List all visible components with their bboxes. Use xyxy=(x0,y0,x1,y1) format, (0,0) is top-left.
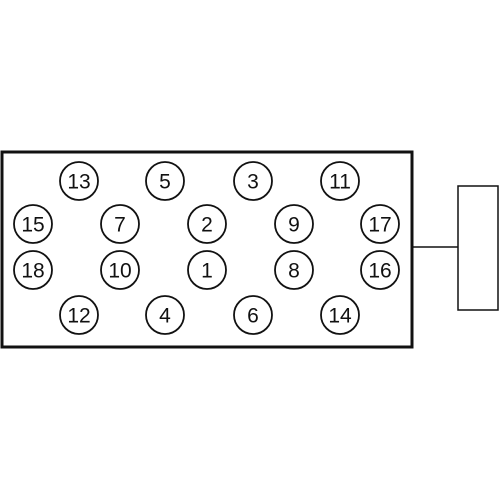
bolt-number: 11 xyxy=(329,171,351,194)
bolt-circle xyxy=(187,250,227,290)
bolt-16: 16 xyxy=(360,250,400,290)
bolt-circle xyxy=(320,161,360,201)
bolt-number: 14 xyxy=(328,305,352,328)
bolt-4: 4 xyxy=(145,295,185,335)
bolt-1: 1 xyxy=(187,250,227,290)
bolt-circle xyxy=(187,204,227,244)
bolt-8: 8 xyxy=(274,250,314,290)
bolt-circle xyxy=(59,295,99,335)
bolt-circle xyxy=(274,204,314,244)
bolt-circle xyxy=(233,161,273,201)
bolt-circle xyxy=(145,161,185,201)
bolt-17: 17 xyxy=(360,204,400,244)
bolt-circle xyxy=(274,250,314,290)
bolt-number: 3 xyxy=(247,171,259,194)
bolt-number: 9 xyxy=(288,214,300,237)
bolt-number: 7 xyxy=(114,214,126,237)
bolt-circle xyxy=(100,250,140,290)
bolt-number: 15 xyxy=(21,214,44,237)
bolt-2: 2 xyxy=(187,204,227,244)
bolt-15: 15 xyxy=(13,204,53,244)
bolt-14: 14 xyxy=(320,295,360,335)
bolt-number: 10 xyxy=(108,260,131,283)
bolt-number: 18 xyxy=(21,260,44,283)
bolt-circle xyxy=(145,295,185,335)
bolt-18: 18 xyxy=(13,250,53,290)
bolt-circle xyxy=(360,250,400,290)
side-box xyxy=(457,185,499,311)
bolt-circle xyxy=(13,250,53,290)
bolt-number: 12 xyxy=(67,305,90,328)
bolt-number: 4 xyxy=(159,305,171,328)
bolt-number: 16 xyxy=(368,260,391,283)
bolt-number: 8 xyxy=(288,260,300,283)
bolt-number: 13 xyxy=(67,171,90,194)
bolt-number: 6 xyxy=(247,305,259,328)
bolt-number: 17 xyxy=(368,214,391,237)
bolt-circle xyxy=(320,295,360,335)
bolt-13: 13 xyxy=(59,161,99,201)
bolt-number: 2 xyxy=(201,214,213,237)
bolt-number: 5 xyxy=(159,171,171,194)
bolt-circle xyxy=(100,204,140,244)
bolt-9: 9 xyxy=(274,204,314,244)
bolt-circle xyxy=(233,295,273,335)
bolt-6: 6 xyxy=(233,295,273,335)
bolt-11: 11 xyxy=(320,161,360,201)
bolt-3: 3 xyxy=(233,161,273,201)
bolt-number: 1 xyxy=(201,260,213,283)
bolt-circle xyxy=(360,204,400,244)
bolt-12: 12 xyxy=(59,295,99,335)
bolt-10: 10 xyxy=(100,250,140,290)
bolt-circle xyxy=(13,204,53,244)
bolt-circle xyxy=(59,161,99,201)
bolt-7: 7 xyxy=(100,204,140,244)
bolt-5: 5 xyxy=(145,161,185,201)
